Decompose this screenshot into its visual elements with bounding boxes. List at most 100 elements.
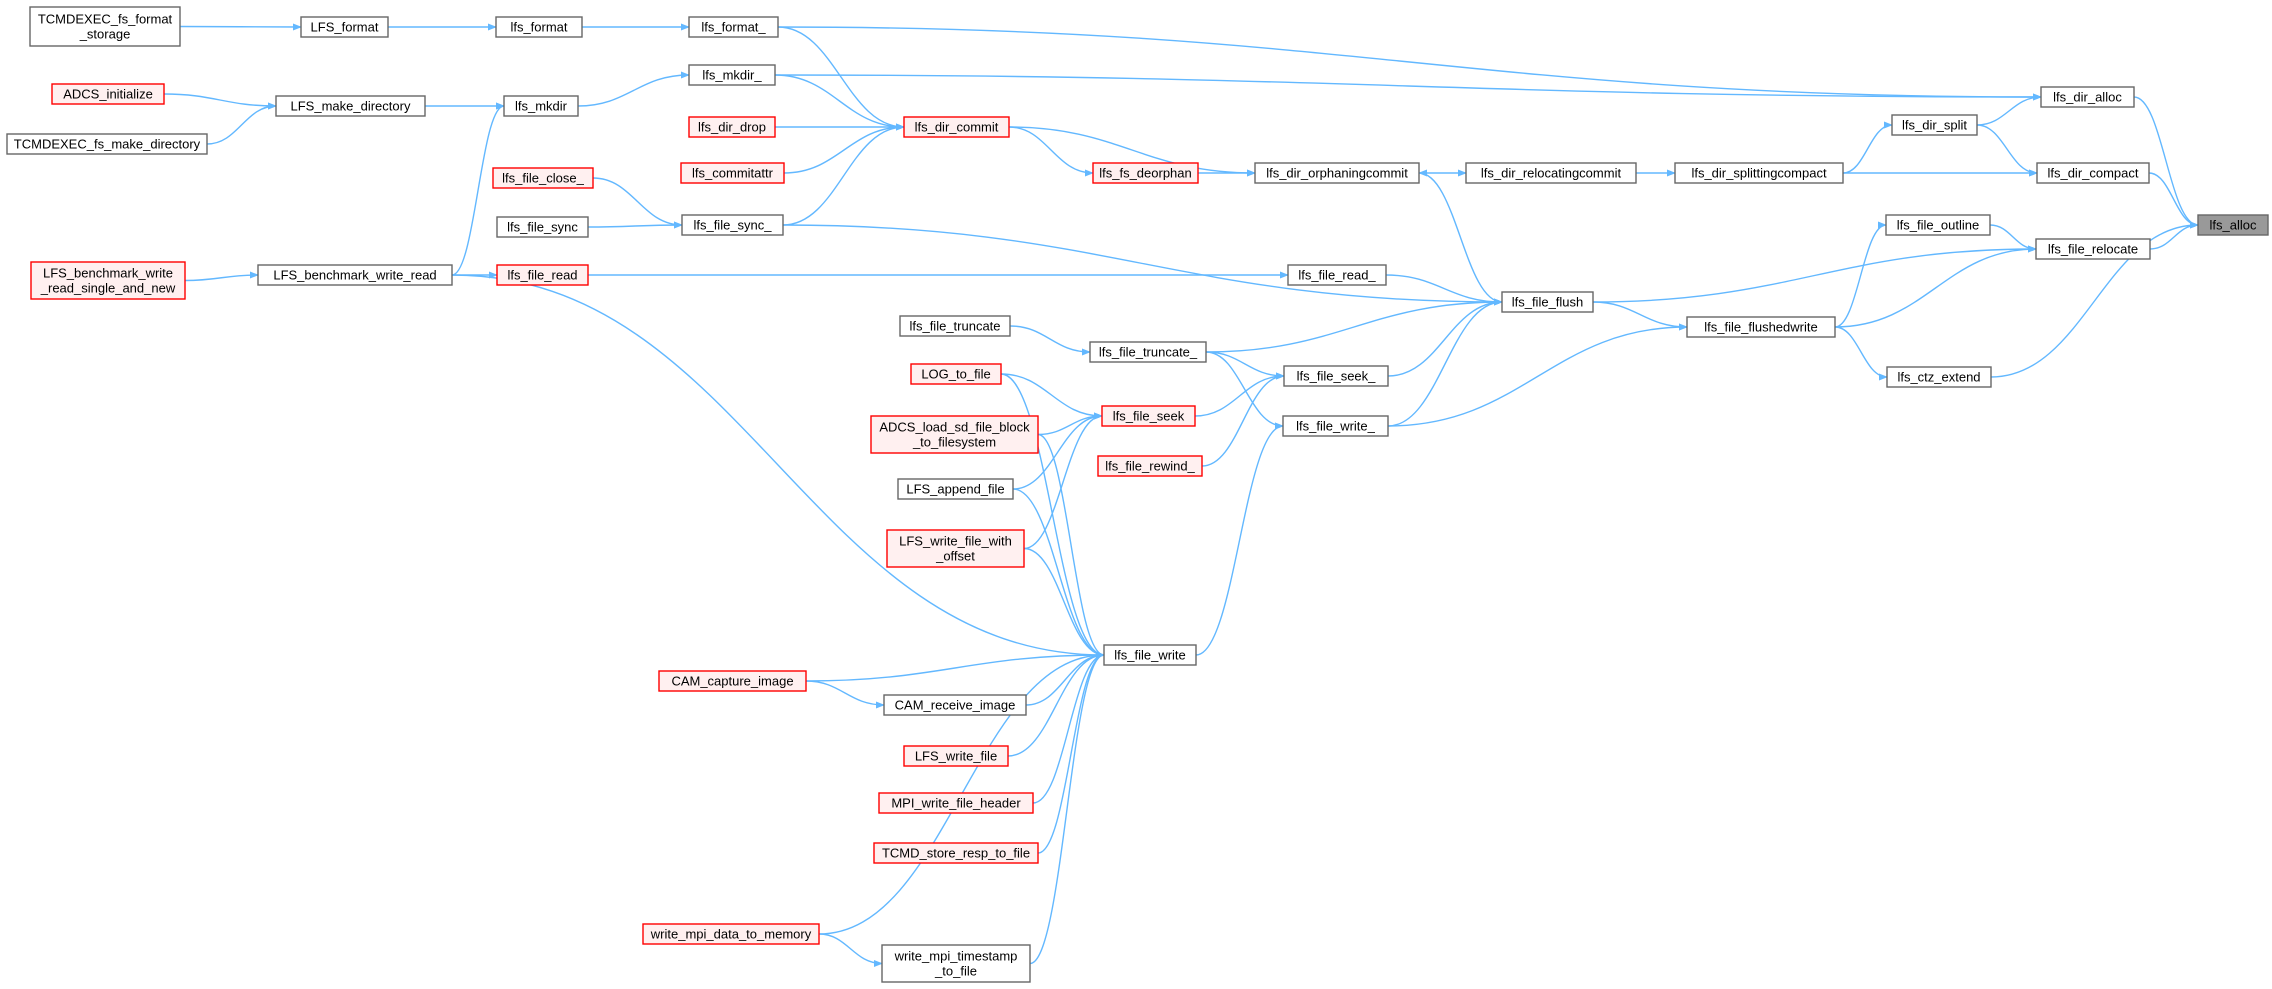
node-box[interactable] [658, 670, 807, 692]
node-box[interactable] [1686, 316, 1836, 338]
function-node-lfs-file-write[interactable]: lfs_file_write [1103, 644, 1197, 666]
function-node-lfs-benchmark-write-read[interactable]: LFS_benchmark_write_read [257, 264, 453, 286]
node-box[interactable] [688, 64, 776, 86]
node-box[interactable] [688, 116, 776, 138]
node-box[interactable] [503, 95, 579, 117]
node-box[interactable] [642, 923, 820, 945]
node-box[interactable] [870, 415, 1039, 454]
function-node-lfs-mkdir[interactable]: lfs_mkdir [503, 95, 579, 117]
function-node-lfs-mkdir[interactable]: lfs_mkdir_ [688, 64, 776, 86]
function-node-lfs-dir-splittingcompact[interactable]: lfs_dir_splittingcompact [1674, 162, 1844, 184]
function-node-lfs-dir-compact[interactable]: lfs_dir_compact [2036, 162, 2150, 184]
node-box[interactable] [1287, 264, 1387, 286]
node-box[interactable] [2036, 162, 2150, 184]
node-box[interactable] [1674, 162, 1844, 184]
node-box[interactable] [1886, 366, 1992, 388]
node-box[interactable] [688, 16, 779, 38]
function-node-tcmd-store-resp-to-file[interactable]: TCMD_store_resp_to_file [873, 842, 1039, 864]
function-node-lfs-dir-split[interactable]: lfs_dir_split [1891, 114, 1978, 136]
node-box[interactable] [2040, 86, 2135, 108]
function-node-lfs-file-outline[interactable]: lfs_file_outline [1885, 214, 1991, 236]
node-box[interactable] [496, 264, 589, 286]
function-node-lfs-file-flush[interactable]: lfs_file_flush [1501, 291, 1594, 313]
function-node-lfs-file-flushedwrite[interactable]: lfs_file_flushedwrite [1686, 316, 1836, 338]
node-box[interactable] [886, 529, 1025, 568]
function-node-lfs-file-truncate[interactable]: lfs_file_truncate_ [1089, 341, 1207, 363]
node-box[interactable] [1254, 162, 1420, 184]
node-box[interactable] [881, 944, 1031, 983]
node-box[interactable] [1092, 162, 1199, 184]
node-box[interactable] [897, 478, 1014, 500]
function-node-lfs-format[interactable]: lfs_format [495, 16, 583, 38]
node-box[interactable] [257, 264, 453, 286]
node-box[interactable] [2197, 214, 2269, 236]
node-box[interactable] [2035, 238, 2151, 260]
node-box[interactable] [300, 16, 389, 38]
node-box[interactable] [496, 216, 589, 238]
function-node-lfs-file-sync[interactable]: lfs_file_sync_ [681, 214, 784, 236]
function-node-lfs-dir-orphaningcommit[interactable]: lfs_dir_orphaningcommit [1254, 162, 1420, 184]
function-node-lfs-dir-drop[interactable]: lfs_dir_drop [688, 116, 776, 138]
node-box[interactable] [1101, 405, 1196, 427]
function-node-lfs-format[interactable]: lfs_format_ [688, 16, 779, 38]
function-node-mpi-write-file-header[interactable]: MPI_write_file_header [878, 792, 1034, 814]
function-node-lfs-file-seek[interactable]: lfs_file_seek_ [1283, 365, 1389, 387]
function-node-lfs-file-read[interactable]: lfs_file_read_ [1287, 264, 1387, 286]
node-box[interactable] [910, 363, 1002, 385]
function-node-lfs-dir-alloc[interactable]: lfs_dir_alloc [2040, 86, 2135, 108]
node-box[interactable] [6, 133, 208, 155]
node-box[interactable] [275, 95, 426, 117]
node-box[interactable] [29, 6, 181, 47]
function-node-cam-capture-image[interactable]: CAM_capture_image [658, 670, 807, 692]
node-box[interactable] [680, 162, 785, 184]
function-node-lfs-file-relocate[interactable]: lfs_file_relocate [2035, 238, 2151, 260]
node-box[interactable] [873, 842, 1039, 864]
function-node-write-mpi-data-to-memory[interactable]: write_mpi_data_to_memory [642, 923, 820, 945]
function-node-lfs-append-file[interactable]: LFS_append_file [897, 478, 1014, 500]
node-box[interactable] [1282, 415, 1389, 437]
node-box[interactable] [1891, 114, 1978, 136]
function-node-lfs-ctz-extend[interactable]: lfs_ctz_extend [1886, 366, 1992, 388]
function-node-lfs-benchmark-write-read-single-and-new[interactable]: LFS_benchmark_write_read_single_and_new [30, 261, 186, 300]
node-box[interactable] [1089, 341, 1207, 363]
node-box[interactable] [30, 261, 186, 300]
function-node-lfs-alloc[interactable]: lfs_alloc [2197, 214, 2269, 236]
function-node-lfs-format[interactable]: LFS_format [300, 16, 389, 38]
function-node-adcs-load-sd-file-block-to-filesystem[interactable]: ADCS_load_sd_file_block_to_filesystem [870, 415, 1039, 454]
node-box[interactable] [681, 214, 784, 236]
function-node-tcmdexec-fs-make-directory[interactable]: TCMDEXEC_fs_make_directory [6, 133, 208, 155]
node-box[interactable] [899, 315, 1011, 337]
function-node-tcmdexec-fs-format-storage[interactable]: TCMDEXEC_fs_format_storage [29, 6, 181, 47]
function-node-lfs-file-seek[interactable]: lfs_file_seek [1101, 405, 1196, 427]
node-box[interactable] [1885, 214, 1991, 236]
node-box[interactable] [1501, 291, 1594, 313]
function-node-lfs-dir-relocatingcommit[interactable]: lfs_dir_relocatingcommit [1465, 162, 1637, 184]
node-box[interactable] [1097, 455, 1203, 477]
node-box[interactable] [903, 745, 1009, 767]
function-node-lfs-file-read[interactable]: lfs_file_read [496, 264, 589, 286]
function-node-lfs-commitattr[interactable]: lfs_commitattr [680, 162, 785, 184]
node-box[interactable] [1465, 162, 1637, 184]
node-box[interactable] [51, 83, 165, 105]
function-node-write-mpi-timestamp-to-file[interactable]: write_mpi_timestamp_to_file [881, 944, 1031, 983]
function-node-adcs-initialize[interactable]: ADCS_initialize [51, 83, 165, 105]
node-box[interactable] [878, 792, 1034, 814]
function-node-log-to-file[interactable]: LOG_to_file [910, 363, 1002, 385]
function-node-lfs-file-rewind[interactable]: lfs_file_rewind_ [1097, 455, 1203, 477]
function-node-lfs-fs-deorphan[interactable]: lfs_fs_deorphan [1092, 162, 1199, 184]
node-box[interactable] [495, 16, 583, 38]
function-node-lfs-dir-commit[interactable]: lfs_dir_commit [903, 116, 1010, 138]
node-box[interactable] [1283, 365, 1389, 387]
function-node-lfs-write-file-with-offset[interactable]: LFS_write_file_with_offset [886, 529, 1025, 568]
function-node-cam-receive-image[interactable]: CAM_receive_image [883, 694, 1027, 716]
function-node-lfs-make-directory[interactable]: LFS_make_directory [275, 95, 426, 117]
node-box[interactable] [903, 116, 1010, 138]
node-box[interactable] [883, 694, 1027, 716]
node-box[interactable] [492, 167, 594, 189]
function-node-lfs-file-truncate[interactable]: lfs_file_truncate [899, 315, 1011, 337]
function-node-lfs-file-close[interactable]: lfs_file_close_ [492, 167, 594, 189]
function-node-lfs-file-write[interactable]: lfs_file_write_ [1282, 415, 1389, 437]
function-node-lfs-write-file[interactable]: LFS_write_file [903, 745, 1009, 767]
function-node-lfs-file-sync[interactable]: lfs_file_sync [496, 216, 589, 238]
node-box[interactable] [1103, 644, 1197, 666]
